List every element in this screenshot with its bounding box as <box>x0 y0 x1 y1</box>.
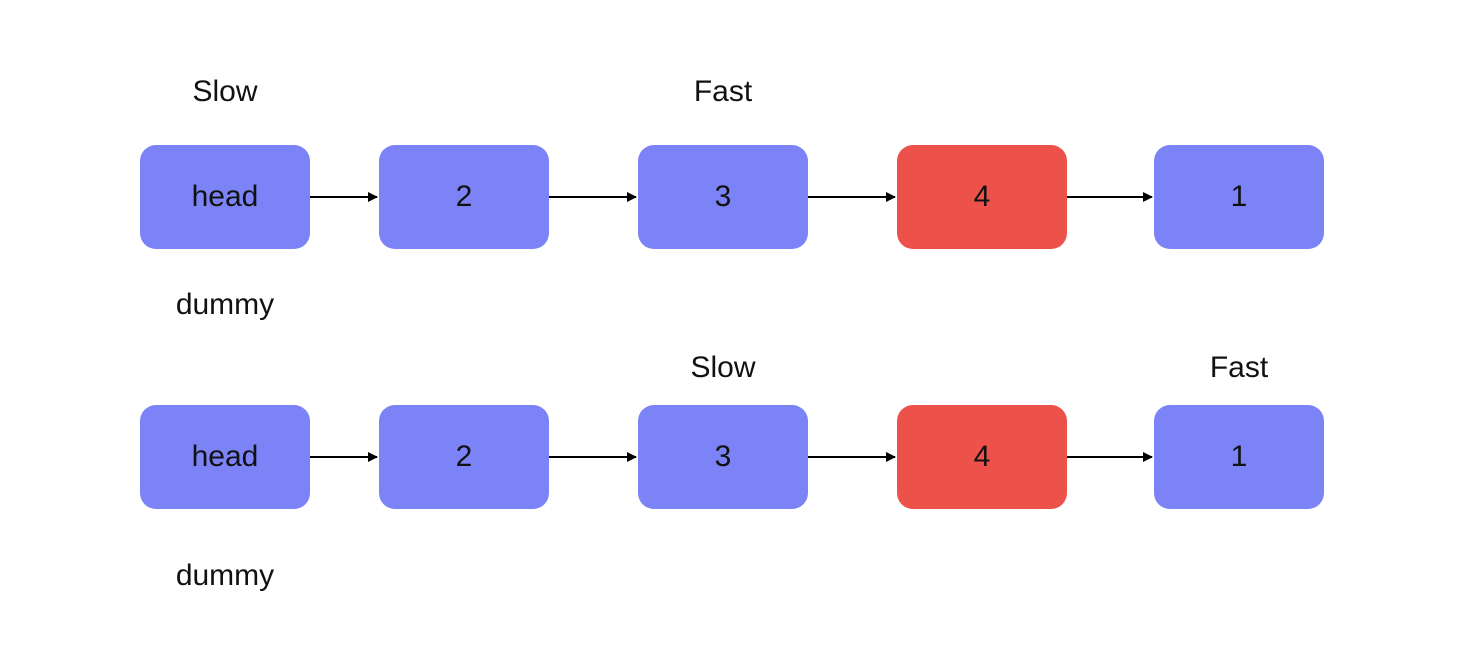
list-node-1: 1 <box>1154 145 1324 249</box>
node-label: 3 <box>714 180 732 213</box>
node-label: 4 <box>973 440 991 473</box>
pointer-label-fast: Fast <box>1209 351 1269 384</box>
list-node-3: 3 <box>638 405 808 509</box>
list-node-3: 3 <box>638 145 808 249</box>
list-node-head: head <box>140 145 310 249</box>
dummy-label: dummy <box>175 559 275 592</box>
list-node-4: 4 <box>897 405 1067 509</box>
node-label: 1 <box>1230 180 1248 213</box>
node-label: 1 <box>1230 440 1248 473</box>
node-label: head <box>191 440 259 473</box>
list-node-2: 2 <box>379 405 549 509</box>
list-node-1: 1 <box>1154 405 1324 509</box>
list-node-4: 4 <box>897 145 1067 249</box>
dummy-label: dummy <box>175 288 275 321</box>
pointer-label-slow: Slow <box>192 75 258 108</box>
list-node-2: 2 <box>379 145 549 249</box>
node-label: 2 <box>455 440 473 473</box>
pointer-label-fast: Fast <box>693 75 753 108</box>
node-label: 3 <box>714 440 732 473</box>
node-label: head <box>191 180 259 213</box>
pointer-label-slow: Slow <box>690 351 756 384</box>
list-node-head: head <box>140 405 310 509</box>
node-label: 2 <box>455 180 473 213</box>
node-label: 4 <box>973 180 991 213</box>
